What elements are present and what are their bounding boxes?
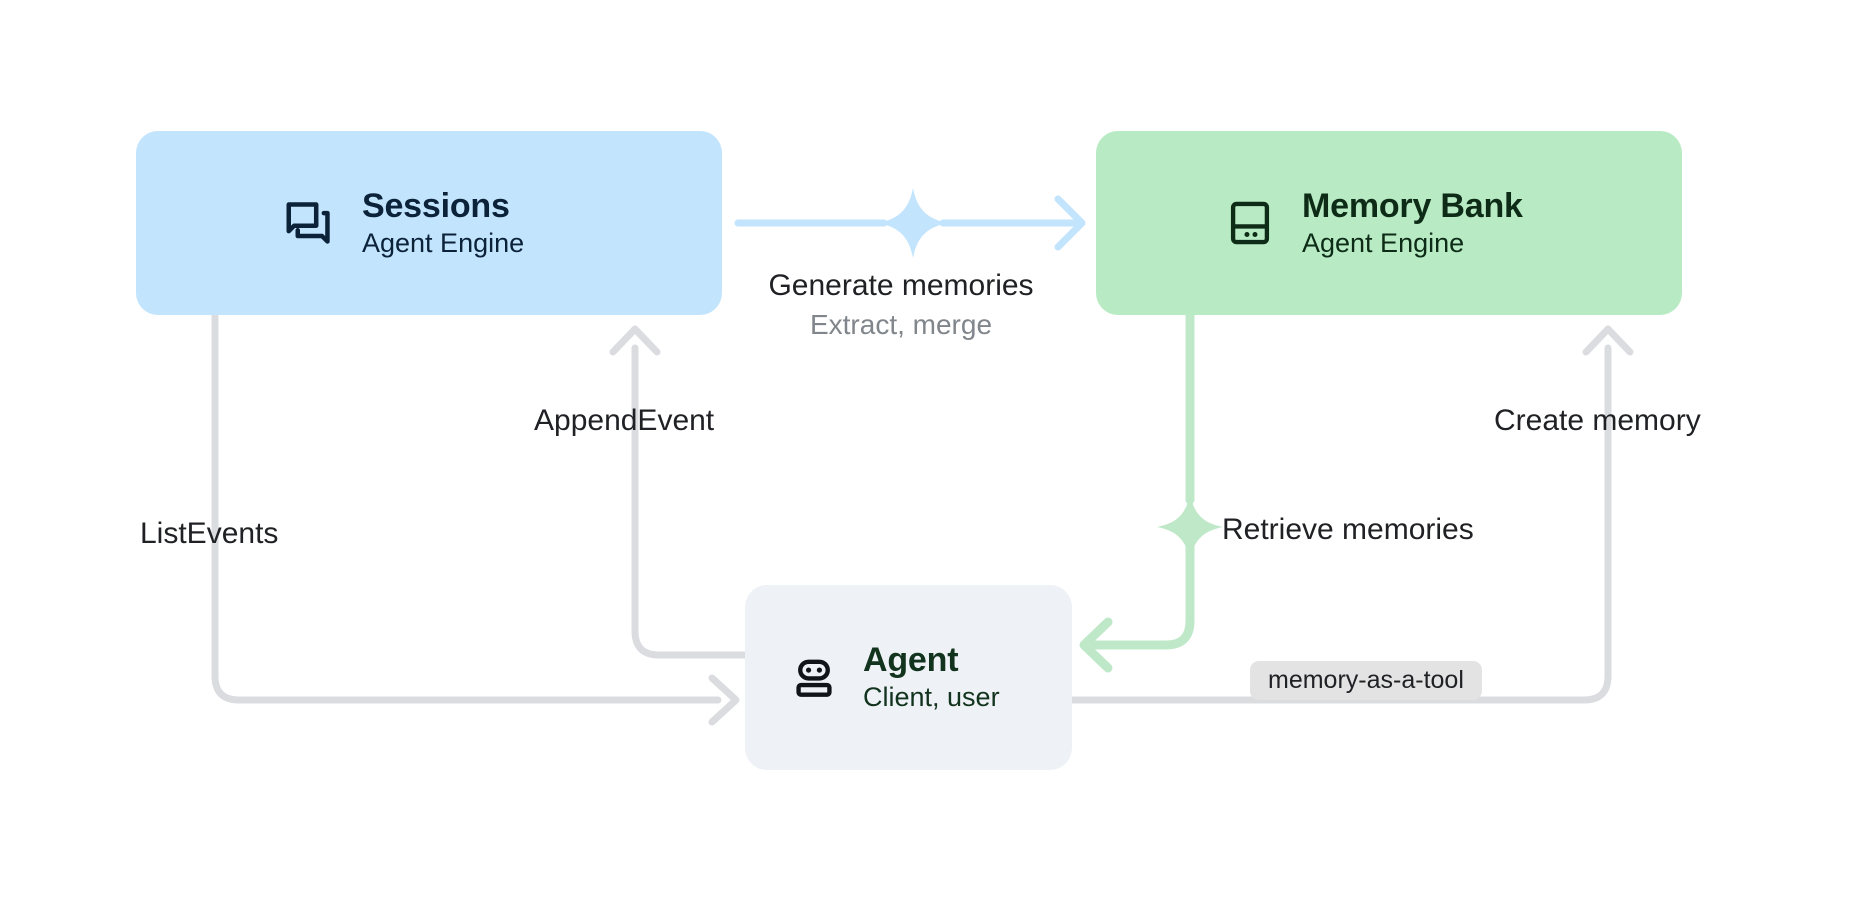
node-sessions-title: Sessions <box>362 186 510 225</box>
edge-generate-memories <box>734 188 1086 258</box>
chip-memory-as-a-tool: memory-as-a-tool <box>1250 661 1482 700</box>
generate-memories-sparkle-icon <box>878 188 948 258</box>
edge-retrieve-memories-line-bottom <box>1081 540 1195 650</box>
node-sessions-text: Sessions Agent Engine <box>362 187 524 260</box>
edge-list-events-arrowhead <box>708 674 740 726</box>
edge-label-generate-memories-main: Generate memories <box>768 269 1034 302</box>
robot-icon <box>789 653 839 703</box>
edge-create-memory-arrowhead <box>1582 325 1634 356</box>
node-memory-bank-subtitle: Agent Engine <box>1302 227 1465 258</box>
node-agent-title: Agent <box>863 641 959 680</box>
edge-label-list-events: ListEvents <box>140 517 279 550</box>
forum-icon <box>282 196 336 250</box>
retrieve-memories-sparkle-icon <box>1157 494 1223 560</box>
edge-label-generate-memories-sub: Extract, merge <box>809 309 993 341</box>
node-sessions-subtitle: Agent Engine <box>362 227 525 258</box>
edge-label-retrieve-memories: Retrieve memories <box>1222 513 1474 546</box>
node-agent-subtitle: Client, user <box>863 682 1000 713</box>
edge-label-append-event: AppendEvent <box>534 404 715 437</box>
edge-append-event-line <box>631 344 749 659</box>
node-memory-bank-title: Memory Bank <box>1302 186 1523 225</box>
edge-retrieve-memories-arrowhead <box>1079 617 1113 673</box>
edge-label-create-memory: Create memory <box>1494 404 1701 437</box>
node-sessions[interactable]: Sessions Agent Engine <box>136 131 722 315</box>
node-memory-bank[interactable]: Memory Bank Agent Engine <box>1096 131 1682 315</box>
edge-generate-memories-arrowhead <box>1054 195 1086 251</box>
edge-append-event-arrowhead <box>609 325 661 356</box>
database-icon <box>1224 197 1276 249</box>
edge-list-events-line <box>211 311 722 704</box>
node-agent[interactable]: Agent Client, user <box>745 585 1072 770</box>
edge-label-generate-memories: Generate memories Extract, merge <box>760 268 1042 341</box>
node-agent-text: Agent Client, user <box>863 641 1000 714</box>
edge-append-event <box>609 325 749 659</box>
edge-list-events <box>211 311 740 726</box>
edge-retrieve-memories <box>1079 310 1223 673</box>
node-memory-bank-text: Memory Bank Agent Engine <box>1302 187 1523 260</box>
